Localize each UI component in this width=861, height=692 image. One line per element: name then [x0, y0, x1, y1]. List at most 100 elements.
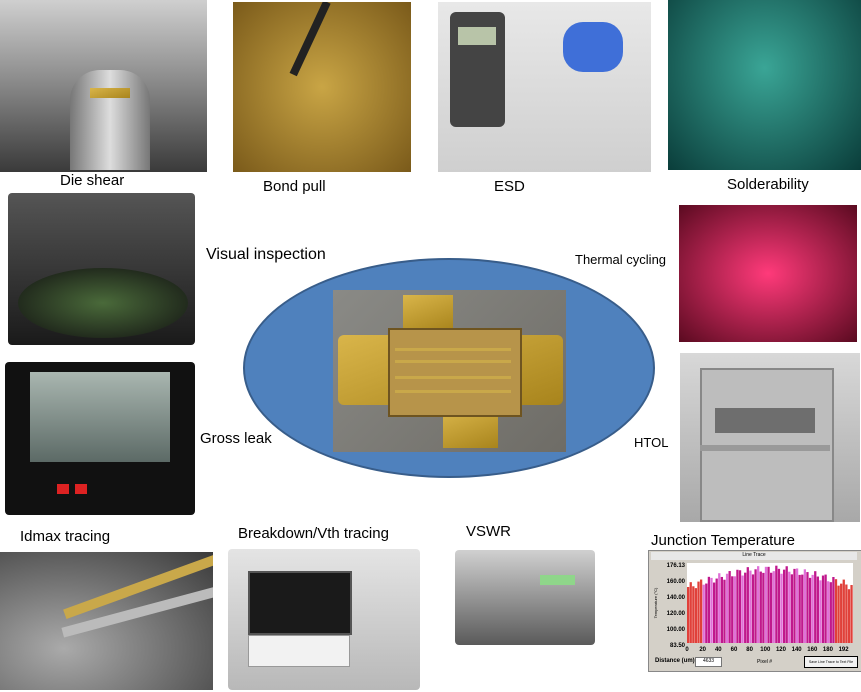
y-tick-label: 160.00	[667, 579, 686, 585]
bar	[803, 569, 807, 643]
htol-photo	[680, 353, 860, 522]
x-tick-label: 160	[807, 647, 818, 653]
bar	[782, 569, 786, 643]
rf-transistor-package-photo	[333, 290, 566, 452]
bar	[699, 579, 703, 643]
bar	[790, 574, 794, 643]
bar	[741, 575, 744, 643]
bar	[827, 581, 830, 643]
x-tick-label: 40	[715, 647, 722, 653]
bar	[775, 565, 778, 643]
label-htol: HTOL	[634, 435, 669, 450]
label-idmax-tracing: Idmax tracing	[20, 528, 111, 545]
bar	[808, 577, 812, 643]
y-tick-label: 140.00	[667, 595, 686, 601]
esd-photo	[438, 2, 651, 172]
bar	[780, 573, 783, 643]
bar	[718, 573, 721, 643]
save-trace-button[interactable]: Save Line Trace to Text File	[804, 656, 858, 668]
y-axis-label: Temperature (°C)	[653, 587, 658, 618]
label-bond-pull: Bond pull	[263, 178, 326, 195]
solderability-photo	[668, 0, 861, 170]
label-esd: ESD	[494, 178, 525, 195]
bar	[777, 568, 781, 643]
bar	[697, 581, 700, 643]
bar	[821, 575, 825, 643]
bar	[793, 568, 796, 643]
bar	[850, 585, 853, 643]
bar	[764, 566, 768, 643]
bar	[832, 577, 835, 643]
x-tick-label: 140	[792, 647, 803, 653]
idmax-tracing-photo	[0, 552, 213, 690]
label-thermal-cycling: Thermal cycling	[575, 252, 667, 267]
bar	[819, 580, 822, 643]
gross-leak-photo	[5, 362, 195, 515]
bar	[834, 579, 838, 643]
chart-tab: Line Trace	[651, 552, 857, 560]
bar	[710, 577, 713, 643]
x-tick-label: 120	[776, 647, 787, 653]
label-breakdown-vth-tracing: Breakdown/Vth tracing	[238, 525, 389, 542]
bar	[795, 568, 799, 643]
bar	[692, 586, 695, 643]
x-tick-label: 192	[839, 647, 850, 653]
bar	[746, 567, 749, 643]
bar	[715, 578, 718, 643]
y-tick-label: 83.50	[670, 643, 686, 649]
bar	[801, 574, 804, 643]
bar	[798, 574, 801, 643]
bar	[816, 576, 819, 643]
bar	[720, 576, 724, 643]
bar	[842, 579, 845, 643]
die-shear-photo	[0, 0, 207, 172]
x-tick-label: 0	[685, 647, 689, 653]
bar	[811, 574, 814, 643]
bar	[824, 574, 827, 643]
bar	[731, 576, 734, 643]
bond-pull-photo	[233, 2, 411, 172]
bar	[772, 571, 775, 643]
x-tick-label: 180	[823, 647, 834, 653]
bar	[847, 589, 851, 643]
distance-label: Distance (um)	[655, 658, 695, 664]
label-die-shear: Die shear	[60, 172, 125, 189]
bar	[845, 584, 848, 643]
bar	[687, 587, 690, 643]
bar	[705, 583, 708, 643]
x-tick-label: 100	[760, 647, 771, 653]
x-tick-label: 60	[731, 647, 738, 653]
visual-inspection-photo	[8, 193, 195, 345]
bar	[744, 572, 747, 643]
bar	[788, 571, 791, 643]
bar	[751, 574, 755, 643]
distance-input[interactable]: 4633	[695, 657, 722, 667]
y-tick-label: 100.00	[667, 627, 686, 633]
bar	[754, 569, 757, 643]
y-tick-label: 120.00	[667, 611, 686, 617]
bar	[829, 582, 832, 643]
label-gross-leak: Gross leak	[200, 430, 272, 447]
label-junction-temperature: Junction Temperature	[651, 532, 795, 549]
bar	[723, 579, 726, 643]
bar	[725, 573, 729, 643]
x-tick-label: 80	[746, 647, 753, 653]
bar	[806, 572, 809, 643]
bar	[840, 583, 843, 643]
bar	[728, 571, 731, 643]
label-vswr: VSWR	[466, 523, 511, 540]
bar	[767, 566, 770, 643]
x-axis-label: Pixel #	[757, 659, 773, 665]
thermal-cycling-photo	[679, 205, 857, 342]
x-tick-label: 20	[699, 647, 706, 653]
bar	[785, 566, 788, 643]
breakdown-vth-tracer-photo	[228, 549, 420, 690]
bar	[759, 571, 762, 643]
bar	[707, 576, 711, 643]
label-visual-inspection: Visual inspection	[206, 246, 326, 263]
bar	[702, 584, 705, 643]
bar	[694, 588, 698, 643]
vswr-photo	[440, 545, 600, 673]
